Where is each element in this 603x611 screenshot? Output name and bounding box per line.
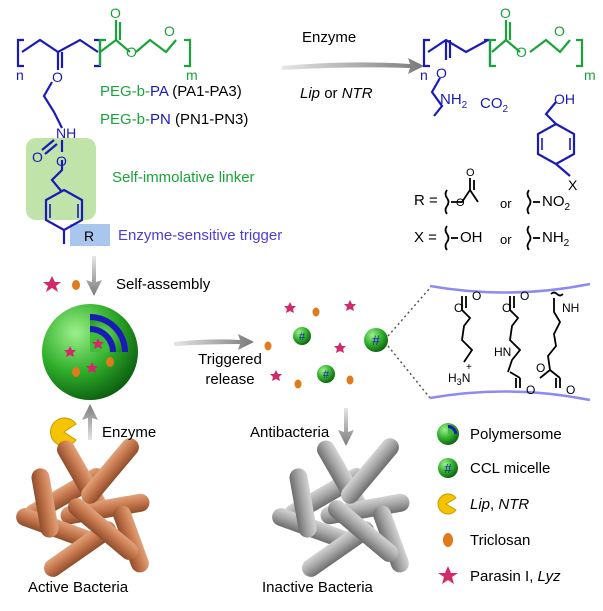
- antibacteria-down-arrow: [338, 408, 354, 446]
- ester-o-option: O: [456, 197, 465, 209]
- triclosan-dot-icon: [72, 280, 80, 290]
- crosslink-inset: [429, 282, 591, 402]
- r-nitro-label: NO2: [542, 193, 571, 213]
- x-equals-label: X =: [414, 229, 437, 246]
- carbonyl-o-option: O: [466, 167, 475, 179]
- active-bacteria-label: Active Bacteria: [28, 579, 129, 596]
- inset-o-6: O: [526, 383, 535, 397]
- linker-highlight-box: [26, 138, 96, 220]
- green-ether-o: O: [164, 23, 175, 39]
- inset-o-7: O: [566, 383, 575, 397]
- co2-label: CO2: [480, 95, 509, 115]
- n-subscript: n: [16, 67, 24, 83]
- nh-label: NH: [56, 125, 76, 141]
- inset-nh: NH: [562, 301, 579, 315]
- triggered-release-arrow: [174, 334, 254, 350]
- product-ester-o: O: [516, 44, 527, 60]
- product-m-subscript: m: [584, 67, 596, 83]
- product-structure: [422, 20, 584, 177]
- svg-text:#: #: [323, 369, 330, 381]
- product-ether-o: O: [554, 23, 565, 39]
- legend-triclosan-label: Triclosan: [470, 532, 531, 549]
- x-amine-label: NH2: [542, 229, 570, 249]
- enzyme-reaction-arrow: [282, 58, 424, 74]
- svg-text:#: #: [299, 331, 306, 343]
- inset-o-1: O: [454, 301, 463, 315]
- enzyme-types-label: Lip or NTR: [300, 85, 373, 102]
- green-carbonyl-o: O: [110, 5, 121, 21]
- polymer-structure: [16, 20, 192, 246]
- legend-parasin-icon: [438, 566, 458, 584]
- x-hydroxyl-label: OH: [460, 229, 483, 246]
- legend-triclosan-icon: [443, 533, 453, 547]
- inset-labels: O O O O NH H3N + HN O O O: [448, 289, 579, 397]
- m-subscript: m: [186, 67, 198, 83]
- product-labels: n m O O O O OH X: [420, 5, 596, 193]
- product-n-subscript: n: [420, 67, 428, 83]
- carbamate-o: O: [32, 149, 43, 165]
- enzyme-bottom-label: Enzyme: [102, 424, 157, 441]
- inset-hn: HN: [494, 345, 511, 359]
- enzyme-arrow-label: Enzyme: [302, 29, 357, 46]
- substituent-o-labels: O O: [456, 167, 475, 209]
- svg-text:#: #: [444, 461, 452, 476]
- legend-icons: #: [437, 423, 459, 584]
- x-or-label: or: [500, 232, 512, 247]
- polymer-structure-labels: n m O O O O NH O O R: [16, 5, 198, 244]
- legend-ccl-label: CCL micelle: [470, 460, 551, 477]
- trigger-highlight-box: [70, 224, 110, 246]
- zoom-line-top: [387, 287, 431, 337]
- inset-o-3: O: [502, 301, 511, 315]
- inactive-bacteria-label: Inactive Bacteria: [262, 579, 373, 596]
- amine-label: NH2: [440, 91, 468, 111]
- svg-text:#: #: [372, 332, 380, 348]
- r-label: R: [84, 228, 94, 244]
- substituent-glyphs: [444, 178, 540, 251]
- zoom-line-bottom: [387, 345, 431, 399]
- r-equals-label: R =: [414, 192, 438, 209]
- ester-o: O: [52, 69, 63, 85]
- released-cargo-cluster: # # #: [264, 300, 388, 389]
- release-label: release: [205, 371, 255, 388]
- linker-label: Self-immolative linker: [112, 169, 255, 186]
- peg-b-pn-label: PEG-b-PN (PN1-PN3): [100, 111, 249, 128]
- inset-o-4: O: [520, 289, 529, 303]
- inset-o-2: O: [472, 289, 481, 303]
- r-or-label: or: [500, 196, 512, 211]
- legend-polymersome-label: Polymersome: [470, 426, 562, 443]
- legend-parasin-label: Parasin I, Lyz: [470, 568, 561, 585]
- product-ester-o-side: O: [436, 65, 447, 81]
- inset-h3n: H3N: [448, 371, 470, 387]
- polymersome-large: [42, 304, 138, 400]
- parasin-star-icon: [43, 276, 61, 292]
- inset-plus: +: [466, 362, 472, 373]
- triggered-label: Triggered: [198, 351, 262, 368]
- carbamate-ester-o: O: [56, 153, 67, 169]
- enzyme-up-arrow: [82, 404, 98, 440]
- inactive-bacteria-cluster: [272, 438, 410, 577]
- self-assembly-arrow: [86, 256, 102, 296]
- legend-polymersome-icon: [437, 423, 459, 445]
- oh-label: OH: [554, 91, 575, 107]
- green-ester-o: O: [126, 44, 137, 60]
- legend-enzyme-icon: [437, 493, 457, 515]
- peg-b-pa-label: PEG-b-PA (PA1-PA3): [100, 83, 242, 100]
- trigger-label: Enzyme-sensitive trigger: [118, 227, 283, 244]
- legend-ccl-micelle-icon: #: [438, 458, 458, 478]
- product-carbonyl-o: O: [500, 5, 511, 21]
- self-assembly-label: Self-assembly: [116, 276, 211, 293]
- inset-o-5: O: [536, 361, 545, 375]
- antibacteria-label: Antibacteria: [250, 424, 330, 441]
- x-label: X: [568, 177, 578, 193]
- active-bacteria-cluster: [16, 438, 150, 577]
- legend-enzyme-label: Lip, NTR: [470, 496, 530, 513]
